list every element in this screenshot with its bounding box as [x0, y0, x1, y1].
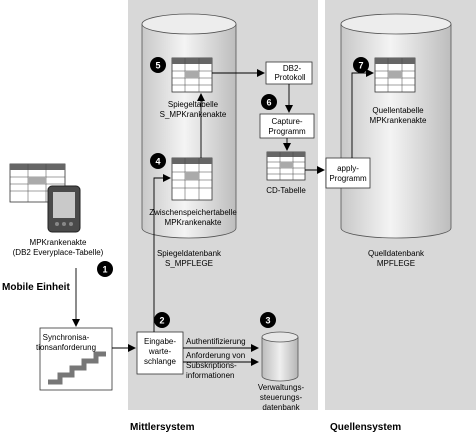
subscription-label-3: informationen [186, 371, 234, 380]
step-badge-1: 1 [97, 261, 113, 277]
pda-device-icon [47, 185, 81, 233]
source-table-icon [374, 57, 416, 93]
mobile-unit-heading: Mobile Einheit [2, 282, 70, 293]
source-database-label-1: Quelldatenbank [368, 249, 425, 258]
mirror-table-label-2: S_MPKrankenakte [160, 110, 227, 119]
cd-table-icon [266, 151, 306, 181]
cd-table-label: CD-Tabelle [266, 186, 306, 195]
source-database-label-2: MPFLEGE [377, 259, 415, 268]
subscription-label-1: Anforderung von [186, 351, 245, 360]
admin-db-label-1: Verwaltungs- [258, 383, 305, 392]
sync-request-label-1: Synchronisa- [43, 333, 90, 342]
subscription-label-2: Subskriptions- [186, 361, 237, 370]
admin-db-label-3: datenbank [262, 403, 300, 412]
svg-text:4: 4 [155, 157, 160, 167]
source-database-cylinder [340, 13, 452, 239]
mirror-database-cylinder [141, 13, 237, 239]
step-badge-5: 5 [150, 57, 166, 73]
mirror-database-label-2: S_MPFLEGE [165, 259, 213, 268]
arrow-queue-to-staging [153, 174, 171, 332]
svg-text:3: 3 [265, 316, 270, 326]
auth-label: Authentifizierung [186, 337, 246, 346]
quellensystem-heading: Quellensystem [330, 422, 401, 433]
mobile-table-label-2: (DB2 Everyplace-Tabelle) [13, 248, 104, 257]
step-badge-2: 2 [154, 312, 170, 328]
capture-programm-label-1: Capture- [271, 117, 302, 126]
synchronisation-stairs-icon [39, 327, 113, 391]
admin-db-label-2: steuerungs- [260, 393, 303, 402]
sync-request-label-2: tionsanforderung [36, 343, 96, 352]
mirror-table-label-1: Spiegeltabelle [168, 100, 219, 109]
queue-label-1: Eingabe- [144, 337, 176, 346]
mirror-database-label-1: Spiegeldatenbank [157, 249, 222, 258]
admin-database-cylinder [261, 331, 299, 382]
queue-label-2: warte- [148, 347, 172, 356]
db2-protokoll-label-2: Protokoll [274, 73, 305, 82]
eingabe-warteschlange-box [136, 331, 184, 375]
flow-arrows [72, 69, 374, 366]
svg-text:1: 1 [102, 265, 107, 275]
capture-programm-label-2: Programm [268, 127, 306, 136]
source-table-label-2: MPKrankenakte [370, 116, 427, 125]
apply-programm-box [325, 157, 371, 189]
step-badge-6: 6 [261, 94, 277, 110]
apply-programm-label-2: Programm [329, 174, 367, 183]
mirror-table-icon [171, 57, 213, 93]
svg-text:5: 5 [155, 61, 160, 71]
queue-label-3: schlange [144, 357, 177, 366]
step-badge-7: 7 [353, 57, 369, 73]
apply-programm-label-1: apply- [337, 164, 359, 173]
source-table-label-1: Quellentabelle [372, 106, 424, 115]
staging-table-icon [171, 157, 213, 201]
mobile-table-label-1: MPKrankenakte [30, 238, 87, 247]
staging-table-label-2: MPKrankenakte [165, 218, 222, 227]
svg-text:7: 7 [358, 61, 363, 71]
step-badge-3: 3 [260, 312, 276, 328]
staging-table-label-1: Zwischenspeichertabelle [149, 208, 237, 217]
mittlersystem-heading: Mittlersystem [130, 422, 195, 433]
svg-text:6: 6 [266, 98, 271, 108]
svg-text:2: 2 [159, 316, 164, 326]
db2-protokoll-label-1: DB2- [283, 64, 302, 73]
arrow-apply-to-source [351, 69, 374, 158]
step-badge-4: 4 [150, 153, 166, 169]
capture-programm-box [259, 113, 315, 139]
